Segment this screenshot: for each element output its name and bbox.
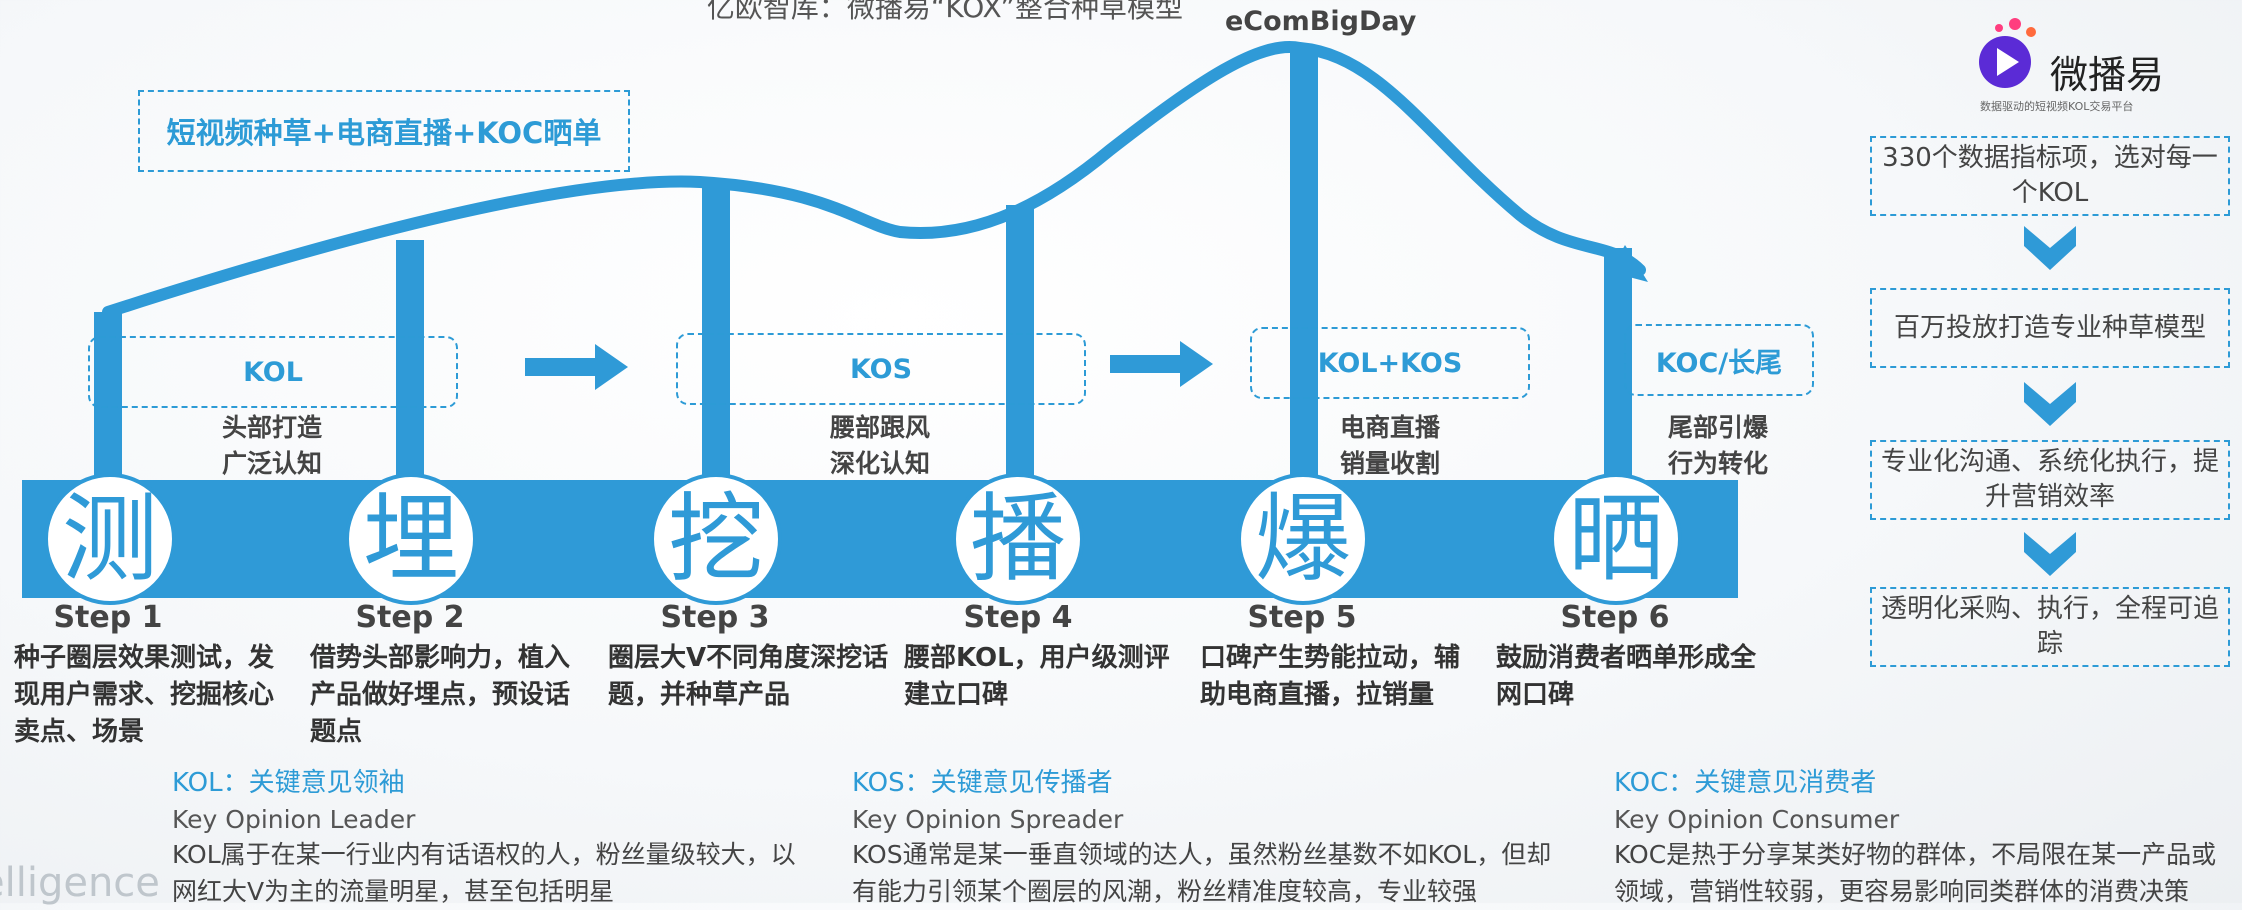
step-label-4: Step 4 (963, 600, 1073, 635)
step-label-5: Step 5 (1247, 600, 1357, 635)
definition-kos: KOS：关键意见传播者 Key Opinion Spreader KOS通常是某… (852, 762, 1552, 910)
step-text-1: 种子圈层效果测试，发现用户需求、挖掘核心卖点、场景 (14, 643, 275, 747)
definition-en: Key Opinion Consumer (1614, 805, 1900, 834)
step-text-4: 腰部KOL，用户级测评建立口碑 (904, 643, 1170, 710)
step-label-6: Step 6 (1560, 600, 1670, 635)
phase-box-kos: KOS (676, 333, 1086, 405)
pillar-3 (702, 182, 730, 482)
step-text-2: 借势头部影响力，植入产品做好埋点，预设话题点 (310, 643, 571, 747)
step-circle-3: 挖 (650, 473, 782, 605)
phase-label: KOL (243, 356, 303, 388)
step-label-2: Step 2 (355, 600, 465, 635)
definition-title: KOC：关键意见消费者 (1614, 768, 1877, 798)
sidebar-item-3: 专业化沟通、系统化执行，提升营销效率 (1870, 440, 2230, 520)
watermark: elligence (0, 860, 160, 906)
step-text-6: 鼓励消费者晒单形成全网口碑 (1496, 643, 1757, 710)
phase-box-kol-kos: KOL+KOS (1250, 327, 1530, 399)
step-text-3: 圈层大V不同角度深挖话题，并种草产品 (608, 643, 889, 710)
logo-tagline: 数据驱动的短视频KOL交易平台 (1980, 100, 2134, 113)
pillar-5 (1290, 45, 1318, 482)
step-circle-2: 埋 (345, 473, 477, 605)
phase-desc-koc: 尾部引爆 行为转化 (1667, 413, 1768, 478)
phase-desc-kos: 腰部跟风 深化认知 (829, 413, 930, 478)
step-text-5: 口碑产生势能拉动，辅助电商直播，拉销量 (1200, 643, 1461, 710)
sidebar-item-4: 透明化采购、执行，全程可追踪 (1870, 587, 2230, 667)
step-band (22, 480, 1738, 598)
strategy-label: 短视频种草+电商直播+KOC晒单 (138, 90, 630, 172)
sidebar-item-2: 百万投放打造专业种草模型 (1870, 288, 2230, 368)
definition-kol: KOL：关键意见领袖 Key Opinion Leader KOL属于在某一行业… (172, 762, 812, 910)
definition-title: KOL：关键意见领袖 (172, 768, 405, 798)
phase-label: KOC/长尾 (1655, 347, 1783, 379)
pillar-2 (396, 240, 424, 482)
phase-desc-kol: 头部打造 广泛认知 (221, 413, 322, 478)
step-circle-4: 播 (952, 473, 1084, 605)
definition-text: KOL属于在某一行业内有话语权的人，粉丝量级较大，以网红大V为主的流量明星，甚至… (172, 840, 796, 906)
pillar-6 (1604, 248, 1632, 482)
step-label-3: Step 3 (660, 600, 770, 635)
page-title: 亿欧智库：微播易“KOX”整合种草模型 (706, 0, 1184, 24)
chevron-down-icon (2024, 226, 2076, 270)
step-circle-1: 测 (44, 473, 176, 605)
phase-box-kol: KOL (88, 336, 458, 408)
definition-text: KOC是热于分享某类好物的群体，不局限在某一产品或领域，营销性较弱，更容易影响同… (1614, 840, 2217, 906)
flow-arrow-2 (1110, 341, 1213, 387)
step-circle-5: 爆 (1237, 473, 1369, 605)
chevron-down-icon (2024, 532, 2076, 576)
phase-label: KOS (849, 353, 913, 385)
definition-koc: KOC：关键意见消费者 Key Opinion Consumer KOC是热于分… (1614, 762, 2239, 910)
phase-label: KOL+KOS (1317, 347, 1463, 379)
trend-curve (102, 41, 1646, 318)
definition-en: Key Opinion Spreader (852, 805, 1124, 834)
definition-title: KOS：关键意见传播者 (852, 768, 1113, 798)
logo-name: 微播易 (2050, 53, 2165, 97)
sidebar-item-1: 330个数据指标项，选对每一个KOL (1870, 136, 2230, 216)
flow-arrow-1 (525, 344, 628, 390)
pillar-4 (1006, 205, 1034, 482)
peak-label: eComBigDay (1225, 6, 1417, 37)
definition-text: KOS通常是某一垂直领域的达人，虽然粉丝基数不如KOL，但却有能力引领某个圈层的… (852, 840, 1552, 906)
phase-box-koc: KOC/长尾 (1624, 324, 1814, 396)
step-circle-6: 晒 (1550, 473, 1682, 605)
weiboyi-logo-icon (1979, 18, 2036, 88)
step-label-1: Step 1 (53, 600, 163, 635)
chevron-down-icon (2024, 382, 2076, 426)
phase-desc-kol-kos: 电商直播 销量收割 (1339, 413, 1440, 478)
definition-en: Key Opinion Leader (172, 805, 416, 834)
